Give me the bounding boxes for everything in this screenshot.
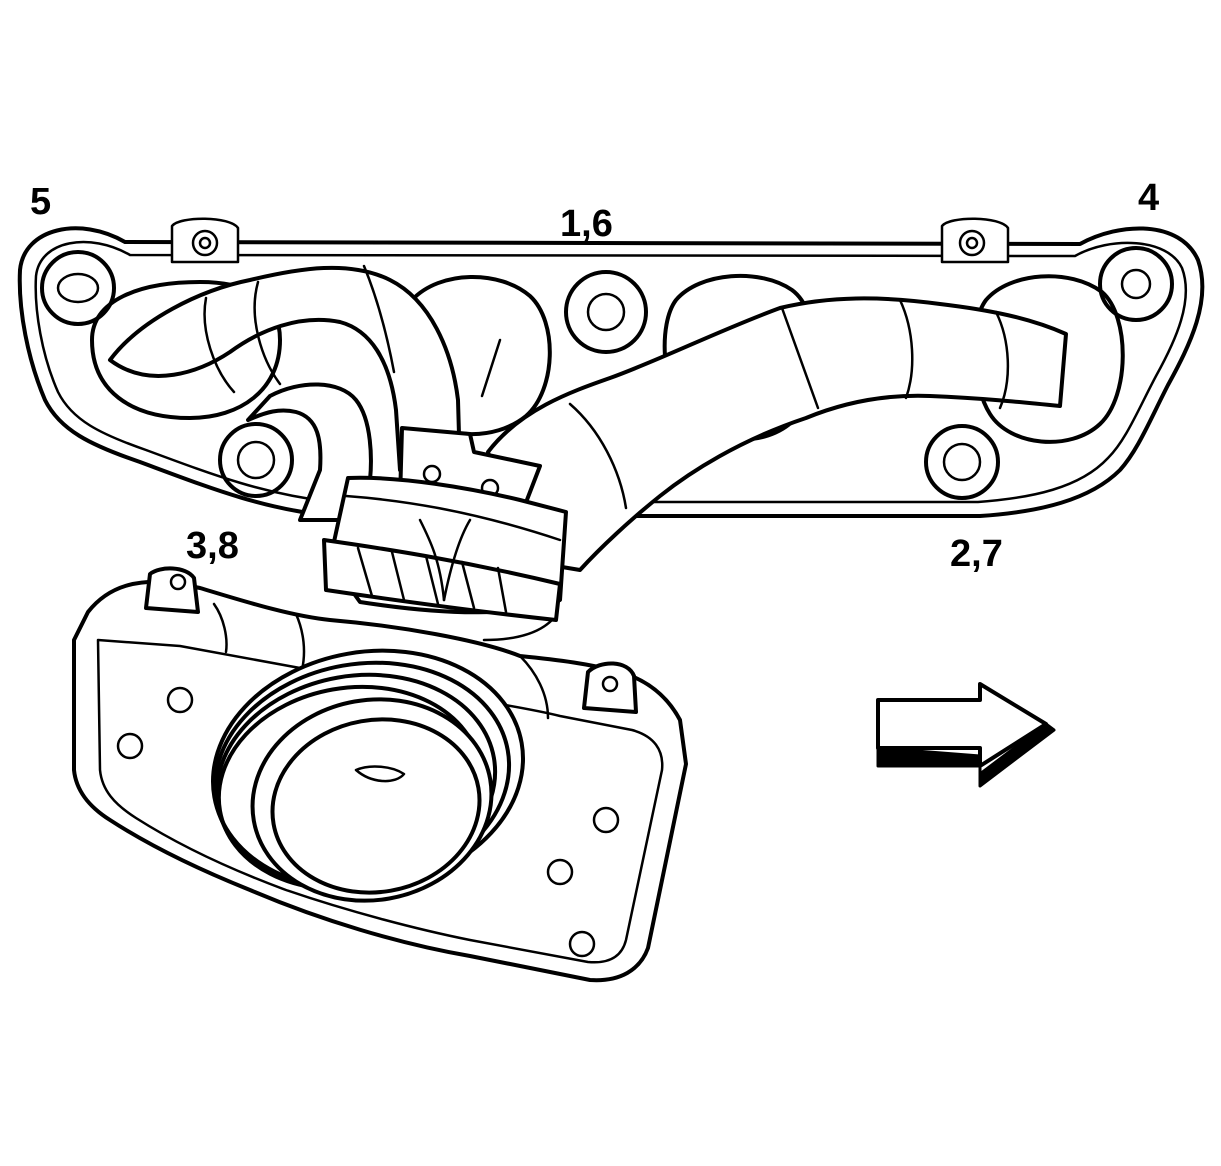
flange-hole-2 xyxy=(116,732,144,760)
callout-4: 4 xyxy=(1138,177,1159,219)
flange-hole-3 xyxy=(592,806,620,834)
outlet-ring xyxy=(211,648,525,903)
collector-neck xyxy=(322,475,568,622)
stud-boss-left xyxy=(170,217,240,264)
flange-hole-5 xyxy=(568,930,596,958)
bolt-hole-3 xyxy=(218,422,294,498)
bolt-hole-2 xyxy=(924,424,1000,500)
callout-1-6: 1,6 xyxy=(560,203,613,245)
callout-2-7: 2,7 xyxy=(950,533,1003,575)
callout-3-8: 3,8 xyxy=(186,525,239,567)
bolt-hole-upper-center xyxy=(564,270,648,354)
callout-labels: 5 1,6 4 3,8 2,7 xyxy=(30,177,1159,575)
flange-hole-4 xyxy=(546,858,574,886)
flange-hole-1 xyxy=(166,686,194,714)
bolt-hole-4 xyxy=(1098,246,1174,322)
runner-tubes xyxy=(108,264,1068,572)
bolt-hole-5 xyxy=(40,250,116,326)
right-arrow-icon xyxy=(876,682,1056,788)
callout-5: 5 xyxy=(30,181,51,223)
stud-boss-right xyxy=(940,217,1010,264)
